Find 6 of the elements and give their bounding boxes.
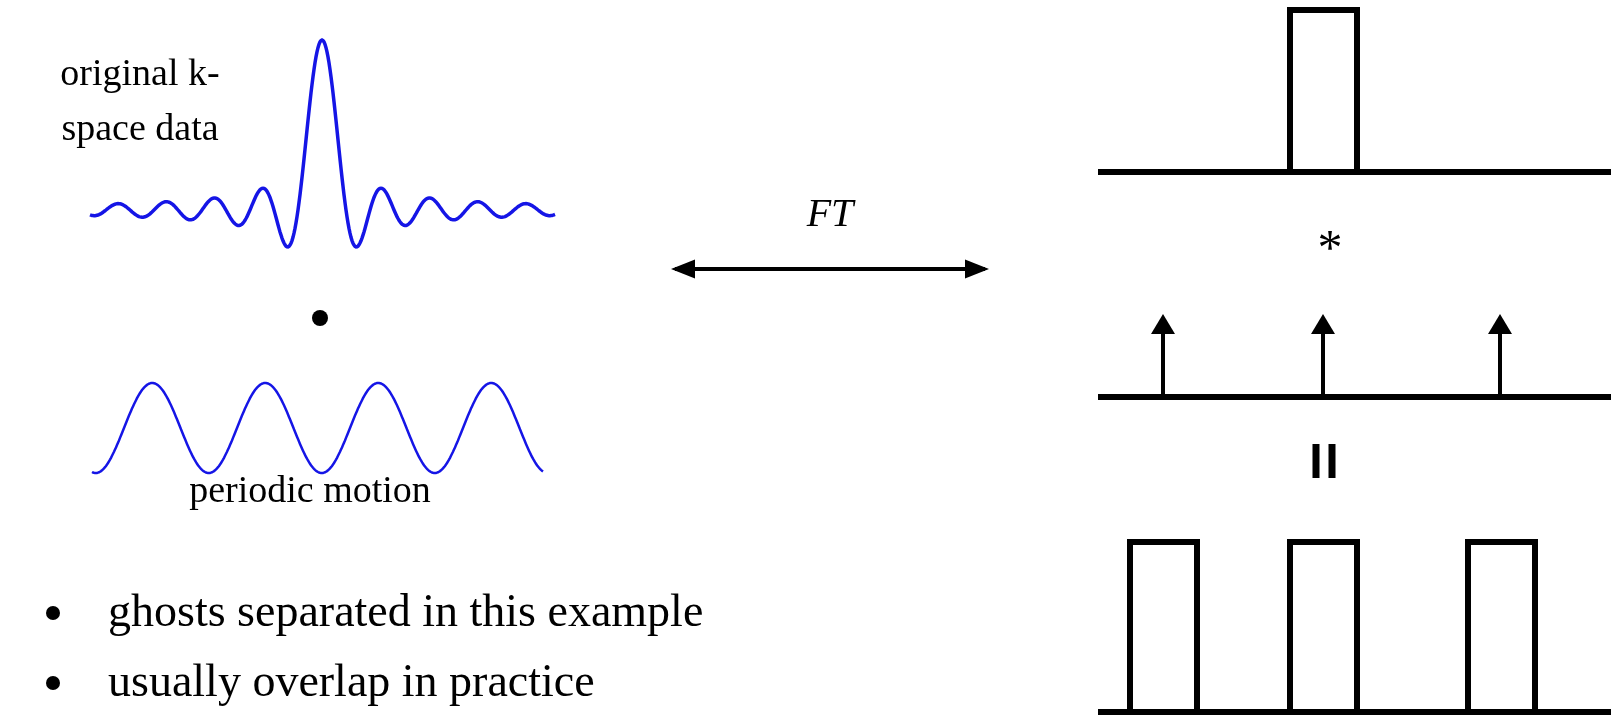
convolution-symbol: * <box>1316 222 1344 272</box>
node-label: original k-space data <box>59 50 221 151</box>
bullet-text: usually overlap in practice <box>108 654 595 708</box>
node-label: periodic motion <box>188 467 432 512</box>
bullet-text: ghosts separated in this example <box>108 584 704 638</box>
double-arrow <box>671 259 989 279</box>
